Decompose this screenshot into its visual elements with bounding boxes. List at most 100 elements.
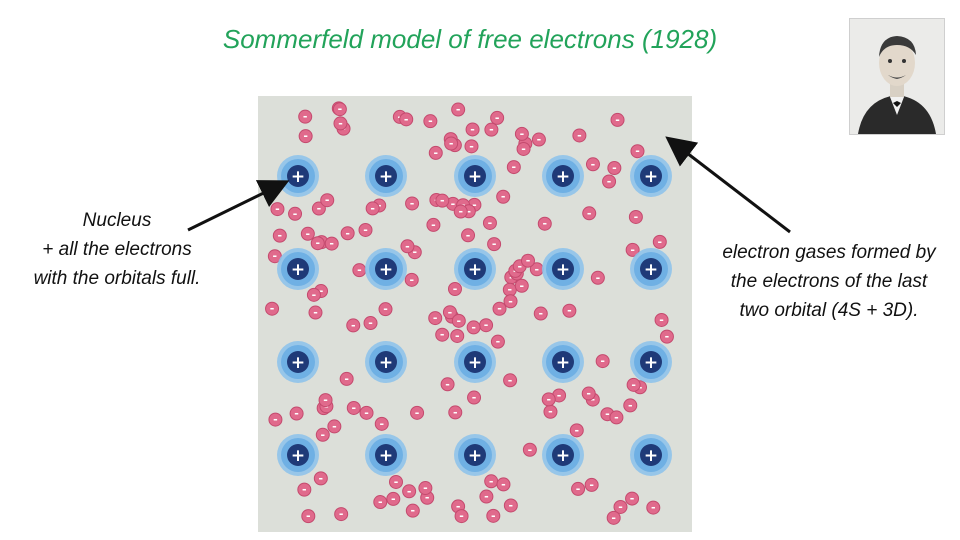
electron-symbol: - xyxy=(273,413,278,426)
electron: - xyxy=(272,228,287,243)
electron: - xyxy=(418,481,433,496)
electron-symbol: - xyxy=(323,394,328,407)
electron: - xyxy=(466,320,481,335)
electron-symbol: - xyxy=(312,288,317,301)
electron: - xyxy=(613,499,628,514)
electron: - xyxy=(310,236,325,251)
electron-symbol: - xyxy=(363,223,368,236)
electron: - xyxy=(300,226,315,241)
ion-symbol: + xyxy=(644,353,658,373)
electron: - xyxy=(590,270,605,285)
electron-symbol: - xyxy=(294,407,299,420)
electron-symbol: - xyxy=(466,229,471,242)
electron: - xyxy=(324,236,339,251)
electron: - xyxy=(630,144,645,159)
electron: - xyxy=(358,222,373,237)
electron: - xyxy=(654,312,669,327)
ion-nucleus: + xyxy=(365,434,407,476)
electron-symbol: - xyxy=(317,202,322,215)
electron: - xyxy=(359,405,374,420)
electron-symbol: - xyxy=(423,482,428,495)
electron-symbol: - xyxy=(611,511,616,524)
electron-symbol: - xyxy=(651,501,656,514)
electron: - xyxy=(484,122,499,137)
electron-symbol: - xyxy=(411,504,416,517)
electron: - xyxy=(572,128,587,143)
electron: - xyxy=(659,329,674,344)
electron-symbol: - xyxy=(383,303,388,316)
electron-symbol: - xyxy=(329,237,334,250)
electron: - xyxy=(346,318,361,333)
ion-symbol: + xyxy=(379,260,393,280)
electron: - xyxy=(334,507,349,522)
electron-symbol: - xyxy=(469,140,474,153)
electron: - xyxy=(486,508,501,523)
electron: - xyxy=(352,263,367,278)
electron: - xyxy=(311,201,326,216)
ion-nucleus: + xyxy=(365,248,407,290)
electron-symbol: - xyxy=(405,240,410,253)
electron: - xyxy=(333,116,348,131)
electron-symbol: - xyxy=(456,500,461,513)
electron-symbol: - xyxy=(453,406,458,419)
electron-symbol: - xyxy=(628,399,633,412)
electron-symbol: - xyxy=(537,133,542,146)
electron-symbol: - xyxy=(357,264,362,277)
electron: - xyxy=(516,141,531,156)
electron: - xyxy=(405,196,420,211)
electron: - xyxy=(461,228,476,243)
electron-symbol: - xyxy=(433,146,438,159)
electron-symbol: - xyxy=(415,406,420,419)
electron: - xyxy=(496,189,511,204)
electron-symbol: - xyxy=(413,246,418,259)
electron-symbol: - xyxy=(535,263,540,276)
electron-symbol: - xyxy=(591,393,596,406)
electron-symbol: - xyxy=(448,306,453,319)
electron-symbol: - xyxy=(542,217,547,230)
electron-symbol: - xyxy=(319,285,324,298)
electron-symbol: - xyxy=(351,319,356,332)
electron-symbol: - xyxy=(600,355,605,368)
ion-nucleus: + xyxy=(454,434,496,476)
ion-nucleus: + xyxy=(630,341,672,383)
electron-symbol: - xyxy=(319,472,324,485)
nucleus-label: Nucleus + all the electrons with the orb… xyxy=(14,206,220,293)
electron: - xyxy=(609,410,624,425)
electron: - xyxy=(623,398,638,413)
electron: - xyxy=(533,306,548,321)
electron: - xyxy=(450,328,465,343)
electron-symbol: - xyxy=(440,328,445,341)
electron-symbol: - xyxy=(489,123,494,136)
ion-nucleus: + xyxy=(277,341,319,383)
electron-symbol: - xyxy=(612,161,617,174)
electron: - xyxy=(610,112,625,127)
electron: - xyxy=(404,272,419,287)
electron-symbol: - xyxy=(368,317,373,330)
electron: - xyxy=(454,509,469,524)
electron-symbol: - xyxy=(467,205,472,218)
electron-symbol: - xyxy=(425,491,430,504)
electron-symbol: - xyxy=(538,307,543,320)
electron-symbol: - xyxy=(303,130,308,143)
electron: - xyxy=(365,201,380,216)
electron: - xyxy=(626,377,641,392)
electron-symbol: - xyxy=(345,227,350,240)
electron: - xyxy=(297,482,312,497)
electron-symbol: - xyxy=(630,492,635,505)
ion-nucleus: + xyxy=(454,248,496,290)
electron-symbol: - xyxy=(548,405,553,418)
electron: - xyxy=(346,400,361,415)
electron-symbol: - xyxy=(404,113,409,126)
electron: - xyxy=(444,136,459,151)
electron-symbol: - xyxy=(587,207,592,220)
electron-symbol: - xyxy=(293,207,298,220)
electron-symbol: - xyxy=(591,158,596,171)
electron-symbol: - xyxy=(520,127,525,140)
electron: - xyxy=(584,477,599,492)
ion-symbol: + xyxy=(379,446,393,466)
electron-symbol: - xyxy=(456,103,461,116)
electron-symbol: - xyxy=(338,103,343,116)
electron: - xyxy=(426,217,441,232)
electron-gas-label-line-1: electron gases formed by xyxy=(722,242,936,263)
electron-symbol: - xyxy=(325,194,330,207)
